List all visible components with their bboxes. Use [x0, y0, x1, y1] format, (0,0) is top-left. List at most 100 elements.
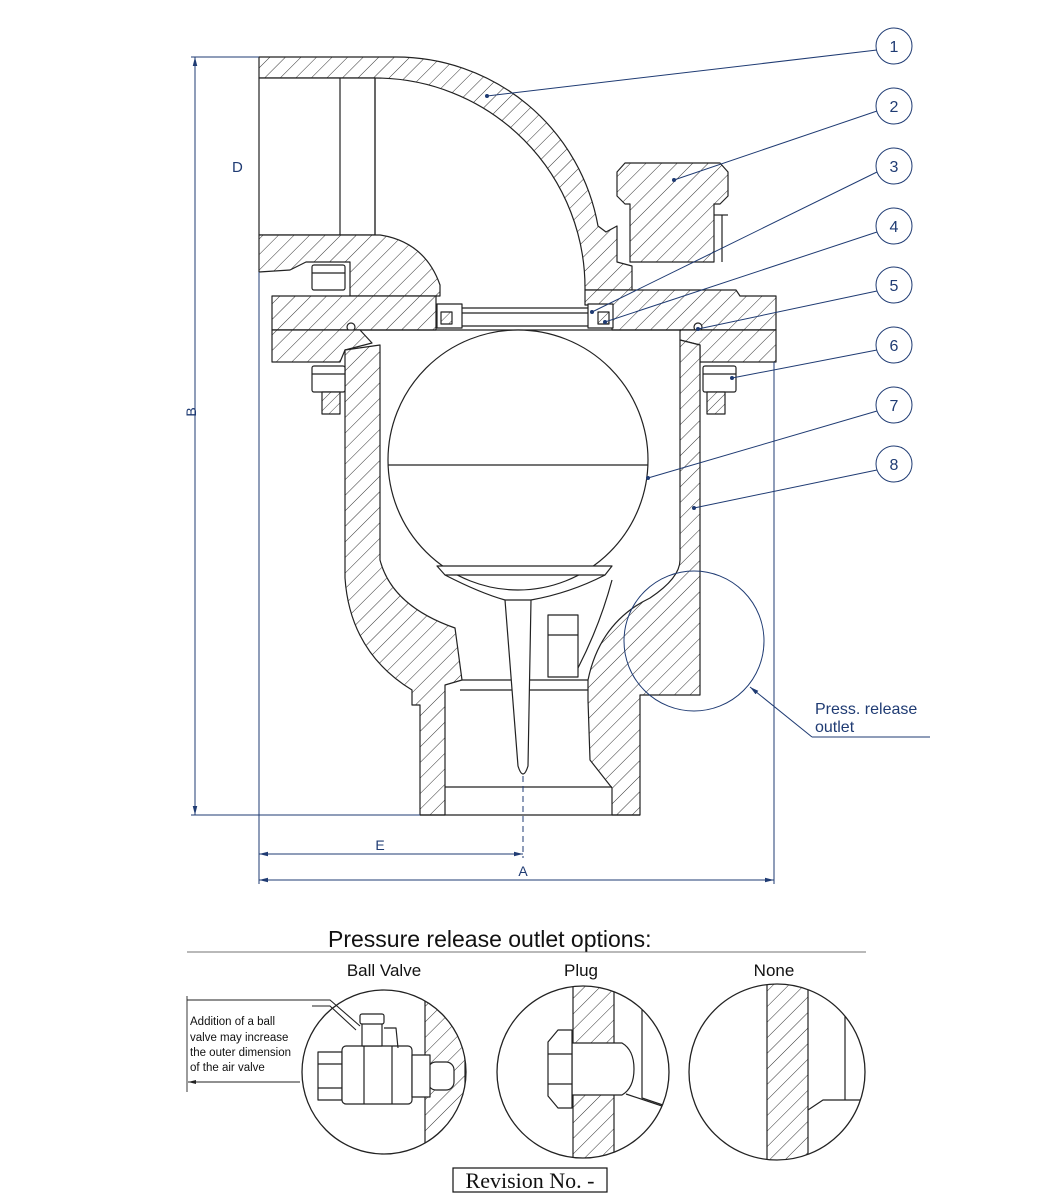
callout-leader [693, 469, 878, 509]
ball-valve-note-line-2: valve may increase [190, 1032, 288, 1044]
callout-balloon [875, 147, 913, 185]
plug-option [496, 985, 670, 1159]
detail-label-line-2: outlet [815, 719, 855, 736]
bolt-thread-left [321, 391, 341, 415]
none-option [688, 983, 866, 1161]
callout-number: 3 [890, 159, 899, 176]
callout-leader [486, 49, 878, 97]
callout-number: 4 [890, 219, 899, 236]
callout-leader [647, 410, 878, 479]
callout-balloon [875, 445, 913, 483]
valve-section [258, 56, 777, 816]
ball-valve-note-line-4: of the air valve [190, 1062, 265, 1074]
callout-leader [697, 290, 878, 330]
dimension-b-label: B [183, 407, 199, 416]
valve-stem-cap [359, 1013, 385, 1025]
guide-fin [547, 614, 579, 678]
callout-balloon [875, 386, 913, 424]
callout-3: 3 [590, 147, 913, 314]
detail-label-line-1: Press. release [815, 701, 917, 718]
callout-balloon [875, 27, 913, 65]
detail-circle [623, 570, 765, 712]
valve-nut-left [317, 1051, 343, 1101]
body-wall-section [766, 984, 809, 1160]
body-wall-step [807, 1099, 865, 1111]
guide-curve [577, 579, 613, 669]
options-title: Pressure release outlet options: [328, 926, 651, 952]
callout-2: 2 [672, 87, 913, 182]
valve-nut-right [411, 1054, 431, 1098]
callout-number: 7 [890, 398, 899, 415]
plug-detail-circle [496, 985, 670, 1159]
ball-valve-note-line-3: the outer dimension [190, 1047, 291, 1059]
callout-balloon [875, 326, 913, 364]
dimension-e-label: E [375, 837, 384, 853]
elbow-bore [258, 77, 376, 236]
outlet-options: Pressure release outlet options: Ball Va… [186, 926, 866, 1161]
callout-number: 1 [890, 39, 899, 56]
callout-balloon [875, 207, 913, 245]
revision-label: Revision No. - [466, 1168, 595, 1193]
float-stem [504, 599, 532, 775]
callout-leader [673, 110, 878, 181]
option-label-plug: Plug [564, 961, 598, 980]
callout-7: 7 [646, 386, 913, 480]
callout-number: 8 [890, 457, 899, 474]
float-seat [436, 565, 613, 576]
leader-dot [730, 376, 734, 380]
top-plug [616, 162, 729, 263]
flange-nut [311, 264, 346, 291]
option-label-ball-valve: Ball Valve [347, 961, 421, 980]
callout-balloon [875, 266, 913, 304]
float-ball [387, 329, 649, 591]
revision-box [452, 1167, 608, 1193]
bolt-nut-left [311, 365, 346, 393]
ball-valve-note-line-1: Addition of a ball [190, 1016, 275, 1028]
leader-dot [485, 94, 489, 98]
callouts: 1 2 3 4 5 6 [485, 27, 913, 510]
callout-1: 1 [485, 27, 913, 98]
leader-dot [672, 178, 676, 182]
callout-balloon [875, 87, 913, 125]
callout-leader [591, 171, 878, 313]
ball-valve-detail-circle [301, 989, 467, 1155]
body-wall-right [587, 339, 701, 816]
leader-dot [696, 327, 700, 331]
valve-stem [361, 1021, 383, 1047]
callout-number: 5 [890, 278, 899, 295]
valve-thread-end [427, 1061, 455, 1091]
detail-leader [749, 686, 813, 738]
option-label-none: None [754, 961, 795, 980]
valve-handle-lever [187, 999, 361, 1027]
valve-body [341, 1045, 413, 1105]
bolt-thread-right [706, 391, 726, 415]
callout-leader [731, 349, 878, 379]
dimensions: D B E A [183, 56, 775, 884]
callout-number: 2 [890, 99, 899, 116]
seat-left-detail [440, 311, 453, 325]
elbow-flange [258, 234, 441, 297]
leader-dot [603, 320, 607, 324]
dimension-a-label: A [518, 863, 528, 879]
callout-5: 5 [696, 266, 913, 331]
leader-dot [646, 476, 650, 480]
plug-hex-head [547, 1029, 573, 1109]
plug-tail [625, 1093, 669, 1109]
valve-handle [384, 1027, 399, 1049]
valve-handle-lever-edge [312, 1005, 357, 1031]
callout-8: 8 [692, 445, 913, 510]
ball-valve-option: Addition of a ball valve may increase th… [186, 989, 467, 1155]
leader-dot [590, 310, 594, 314]
callout-4: 4 [603, 207, 913, 324]
pressure-release-detail: Press. release outlet [623, 570, 930, 738]
callout-leader [604, 231, 878, 323]
revision-block: Revision No. - [452, 1167, 608, 1193]
none-detail-circle [688, 983, 866, 1161]
callout-6: 6 [730, 326, 913, 380]
leader-dot [692, 506, 696, 510]
callout-number: 6 [890, 338, 899, 355]
float-cone [444, 574, 606, 601]
dimension-d-label: D [232, 159, 243, 176]
plug-body [571, 1042, 635, 1096]
